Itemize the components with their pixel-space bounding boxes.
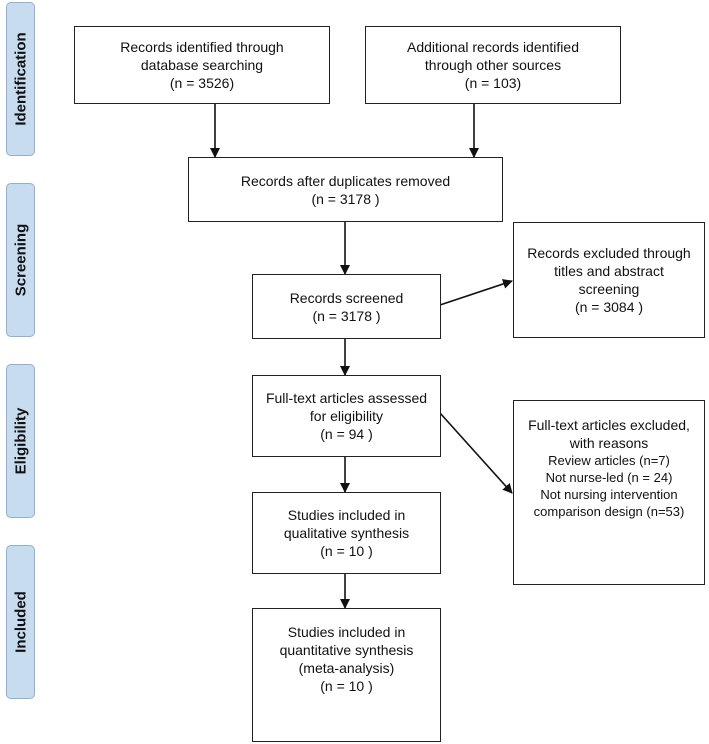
text-line: Records excluded through (527, 245, 691, 261)
box-records-excluded-screening: Records excluded through titles and abst… (513, 222, 705, 338)
box-qualitative-synthesis: Studies included in qualitative synthesi… (252, 492, 441, 574)
text-line: Studies included in (287, 624, 406, 640)
text-line: (n = 10 ) (320, 678, 373, 694)
phase-tab-identification: Identification (6, 2, 35, 156)
box-other-sources: Additional records identified through ot… (365, 26, 621, 104)
box-after-duplicates: Records after duplicates removed (n = 31… (188, 157, 503, 222)
text-line: screening (578, 281, 640, 297)
text-line: (n = 3526) (169, 75, 235, 91)
phase-tab-eligibility: Eligibility (6, 364, 35, 518)
box-fulltext-assessed: Full-text articles assessed for eligibil… (252, 375, 441, 457)
text-line: Not nurse-led (n = 24) (545, 470, 673, 485)
text-line: Records screened (289, 289, 404, 306)
text-line: comparison design (n=53) (533, 504, 685, 519)
text-line: Full-text articles assessed (265, 390, 428, 406)
box-quantitative-synthesis: Studies included in quantitative synthes… (252, 608, 441, 742)
text-line: (n = 94 ) (320, 426, 373, 442)
text-line: Studies included in (287, 507, 406, 523)
text-line: Records after duplicates removed (240, 172, 451, 189)
text-line: (n = 103) (464, 75, 522, 91)
phase-tab-included: Included (6, 545, 35, 699)
box-records-screened: Records screened (n = 3178 ) (252, 274, 441, 339)
text-line: (meta-analysis) (298, 660, 395, 676)
text-line: (n = 10 ) (320, 543, 373, 559)
text-line: with reasons (569, 435, 649, 451)
arrow-screened-to-excluded (439, 279, 513, 306)
text-line: titles and abstract (554, 263, 664, 279)
text-line: qualitative synthesis (283, 525, 410, 541)
text-line: quantitative synthesis (279, 642, 414, 658)
text-line: Not nursing intervention (540, 487, 678, 502)
text-line: through other sources (424, 57, 562, 73)
phase-tab-screening: Screening (6, 183, 35, 337)
text-line: Additional records identified (407, 39, 579, 55)
text-line: Records identified through (120, 39, 284, 55)
arrow-fulltext-to-excluded (439, 412, 513, 494)
box-fulltext-excluded: Full-text articles excluded, with reason… (513, 400, 705, 585)
text-line: for eligibility (309, 408, 384, 424)
text-line: (n = 3178 ) (312, 307, 381, 324)
text-line: Review articles (n=7) (548, 453, 670, 468)
box-database-search: Records identified through database sear… (74, 26, 330, 104)
text-line: database searching (140, 57, 264, 73)
text-line: (n = 3178 ) (311, 190, 380, 207)
text-line: Full-text articles excluded, (528, 417, 690, 433)
text-line: (n = 3084 ) (574, 299, 644, 315)
